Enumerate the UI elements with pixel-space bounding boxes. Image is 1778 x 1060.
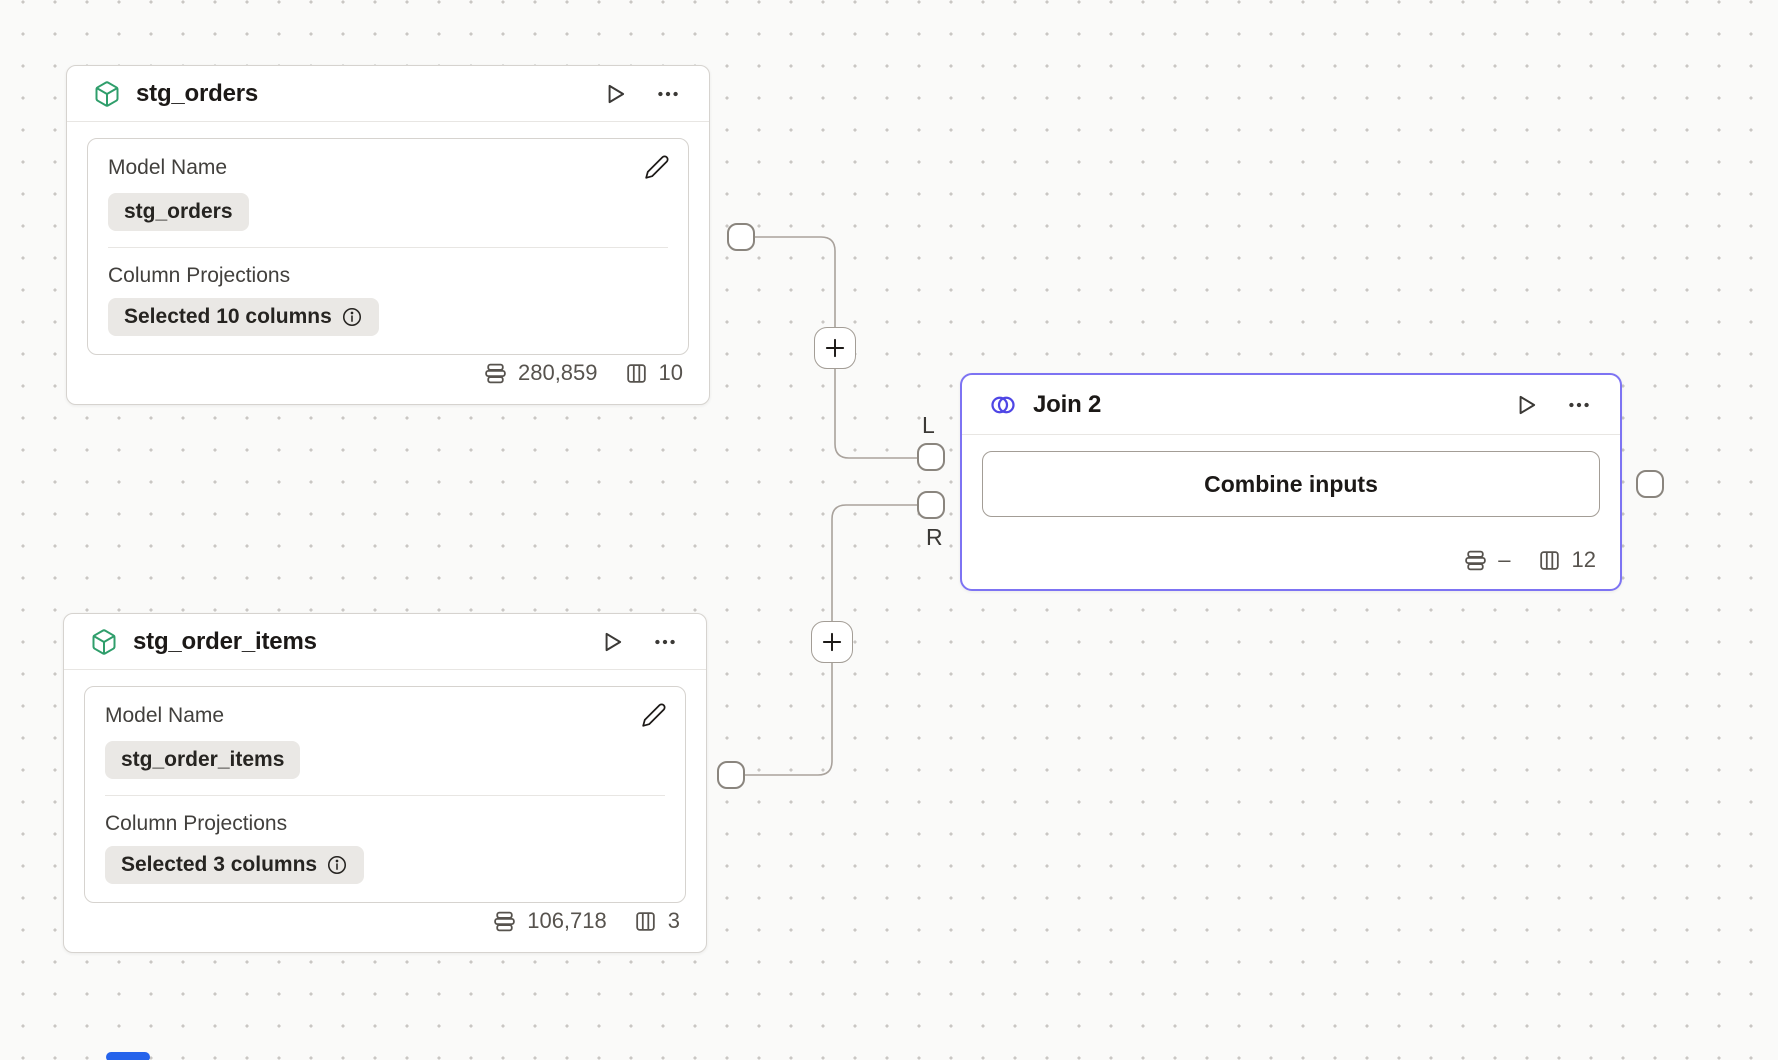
column-projections-value: Selected 3 columns (121, 853, 318, 877)
columns-icon (633, 909, 658, 934)
play-icon (1513, 392, 1539, 418)
row-count-value: – (1498, 547, 1511, 572)
node-menu-button[interactable] (649, 75, 687, 113)
node-header: stg_order_items (64, 614, 706, 670)
left-port-label: L (922, 412, 935, 438)
node-title: stg_order_items (133, 627, 317, 655)
model-name-chip[interactable]: stg_orders (108, 193, 249, 231)
column-count-stat: 3 (633, 908, 680, 934)
columns-icon (1537, 548, 1562, 573)
node-join-2[interactable]: Join 2 Combine inputs – 12 (960, 373, 1622, 591)
model-name-value: stg_orders (124, 200, 233, 223)
column-projections-chip[interactable]: Selected 10 columns (108, 298, 379, 337)
model-name-label: Model Name (105, 704, 225, 727)
node-header: stg_orders (67, 66, 709, 122)
output-port-stg-order-items[interactable] (717, 761, 745, 789)
pencil-icon (641, 702, 667, 728)
play-icon (599, 629, 625, 655)
node-header: Join 2 (962, 375, 1620, 435)
run-node-button[interactable] (593, 623, 631, 661)
node-config-card: Model Name stg_orders Column Projections… (87, 138, 689, 356)
info-icon[interactable] (341, 306, 363, 328)
info-icon[interactable] (326, 854, 348, 876)
ellipsis-icon (652, 629, 678, 655)
join-right-input-port[interactable] (917, 491, 945, 519)
join-output-port[interactable] (1636, 470, 1664, 498)
column-projections-value: Selected 10 columns (124, 305, 332, 329)
column-count-value: 3 (667, 908, 680, 933)
column-count-value: 10 (658, 360, 683, 385)
node-stats-footer: 106,718 3 (64, 908, 706, 952)
row-count-stat: 106,718 (492, 908, 607, 934)
join-circles-icon (988, 390, 1018, 420)
join-left-input-port[interactable] (917, 443, 945, 471)
column-projections-label: Column Projections (105, 812, 288, 835)
column-count-stat: 10 (624, 360, 683, 386)
add-node-on-wire-button-bottom[interactable] (811, 621, 853, 663)
node-stg-orders[interactable]: stg_orders Model Name stg_orders Column … (66, 65, 710, 405)
horizontal-scrollbar-thumb[interactable] (106, 1052, 150, 1060)
ellipsis-icon (1566, 392, 1592, 418)
row-count-stat: – (1463, 547, 1511, 573)
play-icon (602, 81, 628, 107)
edit-model-name-button[interactable] (637, 698, 671, 732)
column-projections-label: Column Projections (108, 264, 291, 287)
add-node-on-wire-button-top[interactable] (814, 327, 856, 369)
pencil-icon (644, 154, 670, 180)
combine-inputs-button[interactable]: Combine inputs (982, 451, 1600, 517)
card-divider (108, 247, 668, 248)
column-projections-chip[interactable]: Selected 3 columns (105, 846, 365, 885)
cube-icon (93, 80, 121, 108)
plus-icon (819, 629, 845, 655)
node-stg-order-items[interactable]: stg_order_items Model Name stg_order_ite… (63, 613, 707, 953)
node-title: stg_orders (136, 79, 259, 107)
column-count-value: 12 (1571, 547, 1596, 572)
node-config-card: Model Name stg_order_items Column Projec… (84, 686, 686, 904)
node-stats-footer: 280,859 10 (67, 360, 709, 404)
node-stats-footer: – 12 (962, 547, 1620, 589)
model-name-value: stg_order_items (121, 748, 285, 771)
node-title: Join 2 (1033, 390, 1102, 418)
output-port-stg-orders[interactable] (727, 223, 755, 251)
row-count-stat: 280,859 (483, 360, 598, 386)
ellipsis-icon (655, 81, 681, 107)
row-count-value: 280,859 (517, 360, 598, 385)
rows-icon (1463, 548, 1488, 573)
row-count-value: 106,718 (527, 908, 607, 933)
node-menu-button[interactable] (1560, 386, 1598, 424)
node-menu-button[interactable] (646, 623, 684, 661)
edit-model-name-button[interactable] (640, 150, 674, 184)
columns-icon (624, 361, 649, 386)
run-node-button[interactable] (596, 75, 634, 113)
run-node-button[interactable] (1507, 386, 1545, 424)
model-name-chip[interactable]: stg_order_items (105, 741, 301, 779)
rows-icon (492, 909, 517, 934)
column-count-stat: 12 (1537, 547, 1596, 573)
plus-icon (822, 335, 848, 361)
model-name-label: Model Name (108, 156, 228, 179)
card-divider (105, 795, 665, 796)
rows-icon (483, 361, 508, 386)
right-port-label: R (926, 524, 943, 550)
cube-icon (90, 628, 118, 656)
